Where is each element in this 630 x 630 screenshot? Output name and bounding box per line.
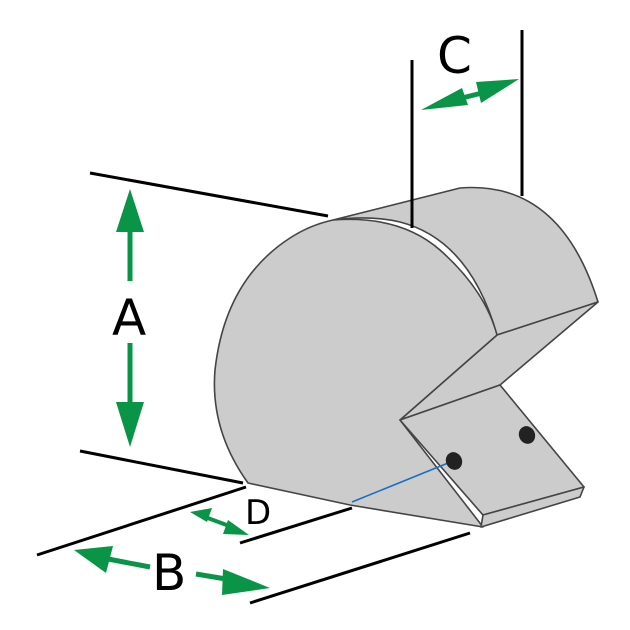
arrow-right-icon bbox=[476, 79, 519, 103]
dimension-b: B bbox=[74, 544, 270, 602]
dim-a-top-line bbox=[89, 171, 329, 218]
body-top-surface bbox=[332, 186, 599, 336]
dim-a-bottom-line bbox=[79, 449, 244, 485]
dim-c-shaft bbox=[461, 90, 483, 101]
dimension-a: A bbox=[112, 189, 146, 447]
dim-b-left-line bbox=[36, 485, 247, 557]
label-d: D bbox=[245, 493, 271, 533]
arrow-up-icon bbox=[116, 189, 144, 232]
arrow-down-icon bbox=[116, 402, 144, 447]
dimension-d: D bbox=[190, 493, 271, 535]
arrow-b-left-icon bbox=[74, 546, 113, 573]
mounting-tab-edge bbox=[480, 486, 585, 528]
mounting-hole-2 bbox=[518, 426, 536, 444]
dim-d-line bbox=[239, 506, 353, 545]
arrow-b-right-icon bbox=[222, 569, 270, 595]
label-a: A bbox=[112, 289, 146, 347]
arrow-left-icon bbox=[421, 88, 468, 110]
arrow-d-right-icon bbox=[223, 520, 249, 535]
mounting-hole-1 bbox=[445, 452, 463, 470]
dim-b-right-line bbox=[249, 531, 471, 605]
hole-centerline bbox=[351, 460, 454, 503]
dimension-c: C bbox=[421, 27, 519, 110]
label-b: B bbox=[152, 544, 186, 602]
body-front-face bbox=[213, 218, 498, 528]
label-c: C bbox=[437, 27, 472, 85]
dim-b-shaft-left bbox=[107, 556, 151, 570]
part-body bbox=[213, 186, 599, 528]
extension-lines bbox=[36, 30, 524, 605]
